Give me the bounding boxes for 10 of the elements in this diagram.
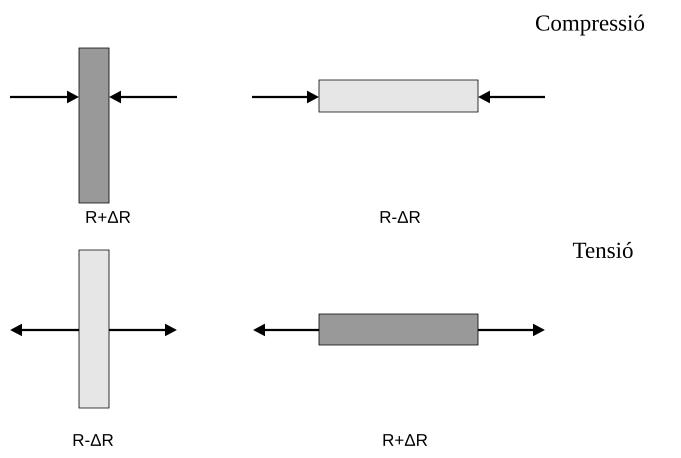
heading: Tensió — [572, 242, 633, 258]
bar — [318, 314, 478, 346]
bar — [78, 48, 110, 204]
bar — [78, 250, 110, 408]
bar-caption: R+ΔR — [86, 211, 130, 223]
bar — [318, 80, 478, 112]
bar-caption: R+ΔR — [383, 434, 428, 446]
bar-caption: R-ΔR — [74, 434, 113, 446]
bar-caption: R-ΔR — [380, 211, 420, 223]
heading: Compressió — [536, 14, 644, 36]
